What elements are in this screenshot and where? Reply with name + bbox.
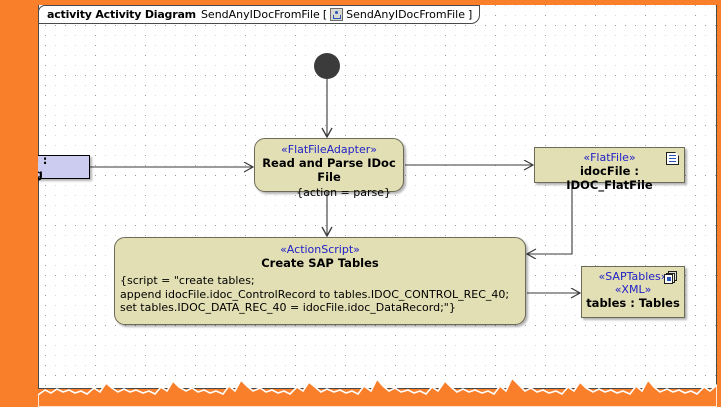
node-title: tables : Tables (586, 296, 680, 310)
stereotype-label: «FlatFile» (583, 151, 636, 164)
object-node-tables[interactable]: «SAPTables» «XML» tables : Tables (581, 266, 685, 318)
initial-node[interactable] (314, 53, 340, 79)
node-title: Read and Parse IDoc File (262, 156, 396, 184)
activity-node-read-and-parse[interactable]: «FlatFileAdapter» Read and Parse IDoc Fi… (254, 138, 404, 199)
node-title: Create SAP Tables (261, 256, 379, 270)
frame-name: SendAnyIDocFromFile (200, 8, 320, 21)
frame-bracket-name: SendAnyIDocFromFile (346, 8, 465, 21)
activity-diagram-icon (330, 8, 344, 21)
activity-node-create-sap-tables[interactable]: «ActionScript» Create SAP Tables {script… (114, 237, 526, 325)
stereotype-label: «ActionScript» (280, 243, 360, 256)
stereotype-label-secondary: «XML» (614, 283, 652, 296)
torn-paper-edge (38, 376, 717, 407)
stereotype-label: «FlatFileAdapter» (281, 143, 377, 156)
document-icon (666, 152, 679, 165)
background-band-top (0, 0, 721, 5)
object-node-idocfile[interactable]: «FlatFile» idocFile : IDOC_FlatFile (534, 147, 685, 192)
background-band-right (717, 0, 721, 407)
node-title: idocFile : IDOC_FlatFile (566, 164, 653, 192)
bracket-open: [ (322, 8, 328, 21)
document-stack-icon (664, 271, 678, 284)
frame-keyword: activity Activity Diagram (47, 8, 196, 21)
background-band-left (0, 0, 38, 407)
node-script-body: {script = "create tables; append idocFil… (120, 274, 510, 314)
frame-title-tab: activity Activity Diagram SendAnyIDocFro… (38, 5, 481, 24)
bracket-close: ] (468, 8, 473, 21)
node-property: {action = parse} (296, 186, 391, 199)
